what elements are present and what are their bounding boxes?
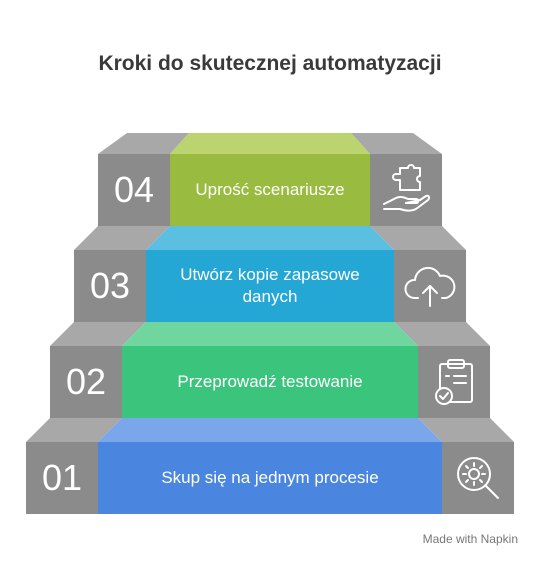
step-02-number: 02 [65, 361, 107, 402]
step-03-number: 03 [89, 265, 131, 306]
step-04-right-top [351, 133, 442, 154]
branding: Made with Napkin [423, 532, 518, 546]
step-02-left-block [50, 346, 122, 418]
step-03-left-block [74, 250, 146, 322]
step-01-label: Skup się na jednym procesie [161, 468, 379, 487]
step-03-label: Utwórz kopie zapasowe danych [180, 265, 360, 306]
step-03-color-top [146, 226, 394, 250]
step-04-number: 04 [113, 169, 155, 210]
step-02-label: Przeprowadź testowanie [177, 372, 363, 391]
cloud-upload-icon [404, 266, 456, 307]
step-01-right-top [418, 418, 514, 442]
step-01-number: 01 [41, 457, 83, 498]
step-01 [26, 418, 514, 514]
clipboard-check-icon [435, 359, 473, 405]
puzzle-hand-icon [383, 164, 431, 212]
step-03-right-top [370, 226, 466, 250]
step-01-left-top [26, 418, 122, 442]
step-04-color-top [170, 133, 370, 154]
step-04-left-block [98, 154, 170, 226]
step-02-color-top [122, 322, 418, 346]
step-02-right-top [394, 322, 490, 346]
gear-search-icon [457, 457, 499, 499]
step-02 [50, 322, 490, 418]
step-04-left-top [98, 133, 189, 154]
step-03-color-block [146, 250, 394, 322]
step-04-label: Uprość scenariusze [195, 180, 345, 199]
step-04-color-block [170, 154, 370, 226]
step-02-left-top [50, 322, 146, 346]
branding-text: Made with Napkin [422, 532, 518, 546]
step-01-color-top [98, 418, 442, 442]
step-01-color-block [98, 442, 442, 514]
step-03-left-top [74, 226, 170, 250]
diagram-title: Kroki do skutecznej automatyzacji [98, 52, 442, 75]
step-02-color-block [122, 346, 418, 418]
step-01-left-block [26, 442, 98, 514]
